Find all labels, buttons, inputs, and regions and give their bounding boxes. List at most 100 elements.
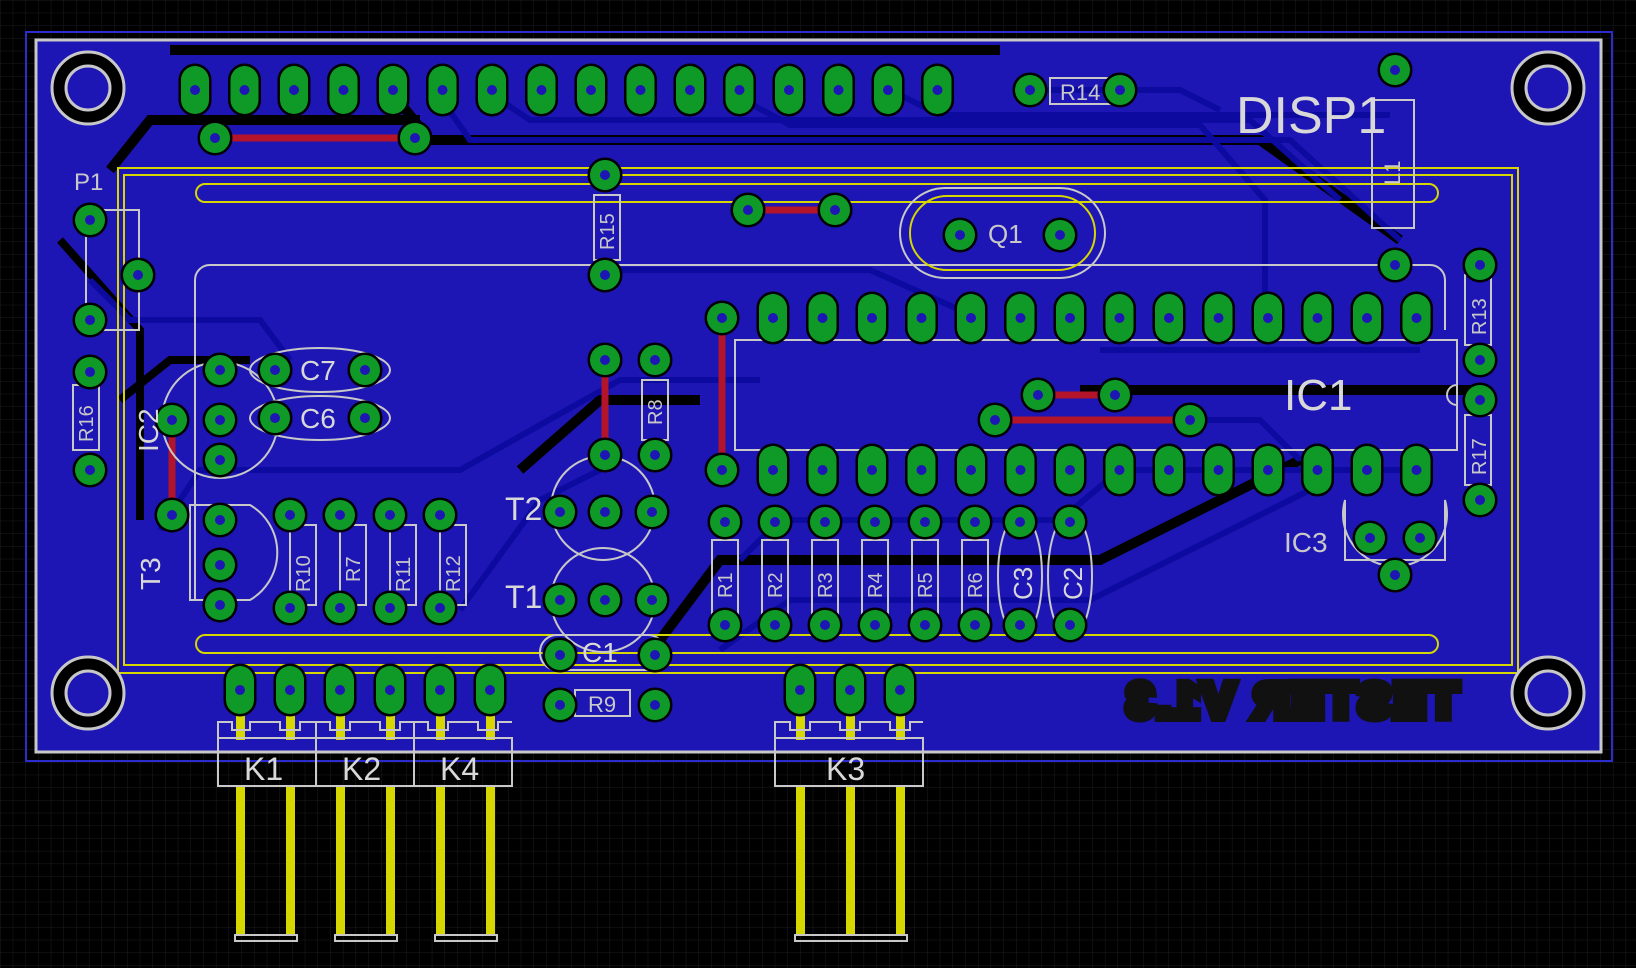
drill-hole: [1411, 313, 1422, 323]
drill-hole: [600, 270, 610, 280]
drill-hole: [285, 685, 295, 695]
drill-hole: [650, 650, 660, 660]
label-c7: C7: [300, 355, 336, 386]
drill-hole: [916, 465, 927, 475]
label-r12: R12: [443, 555, 465, 592]
drill-hole: [1390, 260, 1400, 270]
drill-hole: [600, 170, 610, 180]
drill-hole: [817, 465, 828, 475]
drill-hole: [1362, 313, 1372, 323]
drill-hole: [820, 517, 830, 527]
drill-hole: [845, 685, 855, 695]
drill-hole: [555, 650, 565, 660]
label-r5: R5: [915, 572, 937, 598]
drill-hole: [1065, 620, 1075, 630]
label-t3: T3: [135, 557, 166, 590]
drill-hole: [410, 133, 420, 143]
drill-hole: [215, 415, 225, 425]
label-l1: L1: [1380, 161, 1405, 185]
label-r7: R7: [343, 556, 365, 582]
drill-hole: [720, 517, 730, 527]
drill-hole: [833, 85, 844, 95]
drill-hole: [770, 620, 780, 630]
drill-hole: [650, 700, 660, 710]
drill-hole: [1390, 65, 1400, 75]
drill-hole: [215, 560, 225, 570]
drill-hole: [932, 85, 943, 95]
drill-hole: [870, 620, 880, 630]
drill-hole: [1312, 313, 1323, 323]
drill-hole: [338, 85, 349, 95]
drill-hole: [215, 365, 225, 375]
label-k4: K4: [440, 751, 479, 787]
drill-hole: [966, 465, 976, 475]
drill-hole: [1025, 85, 1035, 95]
drill-hole: [895, 685, 905, 695]
drill-hole: [215, 515, 225, 525]
drill-hole: [920, 517, 930, 527]
drill-hole: [1263, 465, 1273, 475]
drill-hole: [85, 367, 95, 377]
drill-hole: [817, 313, 828, 323]
label-r1: R1: [715, 572, 737, 598]
label-r15: R15: [597, 213, 619, 250]
drill-hole: [1065, 313, 1075, 323]
drill-hole: [1475, 260, 1485, 270]
drill-hole: [285, 603, 295, 613]
drill-hole: [734, 85, 745, 95]
label-r13: R13: [1469, 298, 1491, 335]
drill-hole: [770, 517, 780, 527]
drill-hole: [1115, 85, 1125, 95]
drill-hole: [270, 413, 280, 423]
drill-hole: [586, 85, 596, 95]
drill-hole: [289, 85, 299, 95]
drill-hole: [743, 205, 753, 215]
label-r3: R3: [815, 572, 837, 598]
drill-hole: [920, 620, 930, 630]
drill-hole: [635, 85, 646, 95]
label-r14: R14: [1060, 80, 1100, 105]
drill-hole: [867, 313, 877, 323]
drill-hole: [970, 620, 980, 630]
drill-hole: [239, 85, 250, 95]
label-r2: R2: [765, 572, 787, 598]
drill-hole: [600, 450, 610, 460]
label-r8: R8: [645, 399, 667, 425]
drill-hole: [1185, 415, 1195, 425]
drill-hole: [1164, 313, 1174, 323]
drill-hole: [916, 313, 927, 323]
label-c2: C2: [1058, 567, 1088, 600]
connector-bodies: [217, 721, 924, 942]
drill-hole: [435, 603, 445, 613]
label-tester-version: TESTER V1.3: [1124, 675, 1458, 728]
drill-hole: [867, 465, 877, 475]
drill-hole: [1114, 313, 1125, 323]
drill-hole: [1065, 465, 1075, 475]
label-t2: T2: [505, 491, 542, 527]
drill-hole: [600, 355, 610, 365]
drill-hole: [1065, 517, 1075, 527]
drill-hole: [215, 600, 225, 610]
drill-hole: [360, 365, 370, 375]
drill-hole: [1390, 570, 1400, 580]
drill-hole: [555, 700, 565, 710]
label-disp1: DISP1: [1236, 87, 1386, 145]
drill-hole: [1033, 390, 1043, 400]
label-c3: C3: [1008, 567, 1038, 600]
drill-hole: [1475, 495, 1485, 505]
drill-hole: [966, 313, 976, 323]
drill-hole: [1263, 313, 1273, 323]
drill-hole: [1114, 465, 1125, 475]
drill-hole: [768, 313, 778, 323]
drill-hole: [717, 465, 727, 475]
drill-hole: [487, 85, 497, 95]
drill-hole: [1415, 533, 1425, 543]
drill-hole: [647, 507, 657, 517]
drill-hole: [768, 465, 778, 475]
drill-hole: [85, 215, 95, 225]
drill-hole: [685, 85, 695, 95]
drill-hole: [1015, 517, 1025, 527]
connector-pins: [236, 700, 905, 935]
label-c1: C1: [582, 637, 618, 668]
